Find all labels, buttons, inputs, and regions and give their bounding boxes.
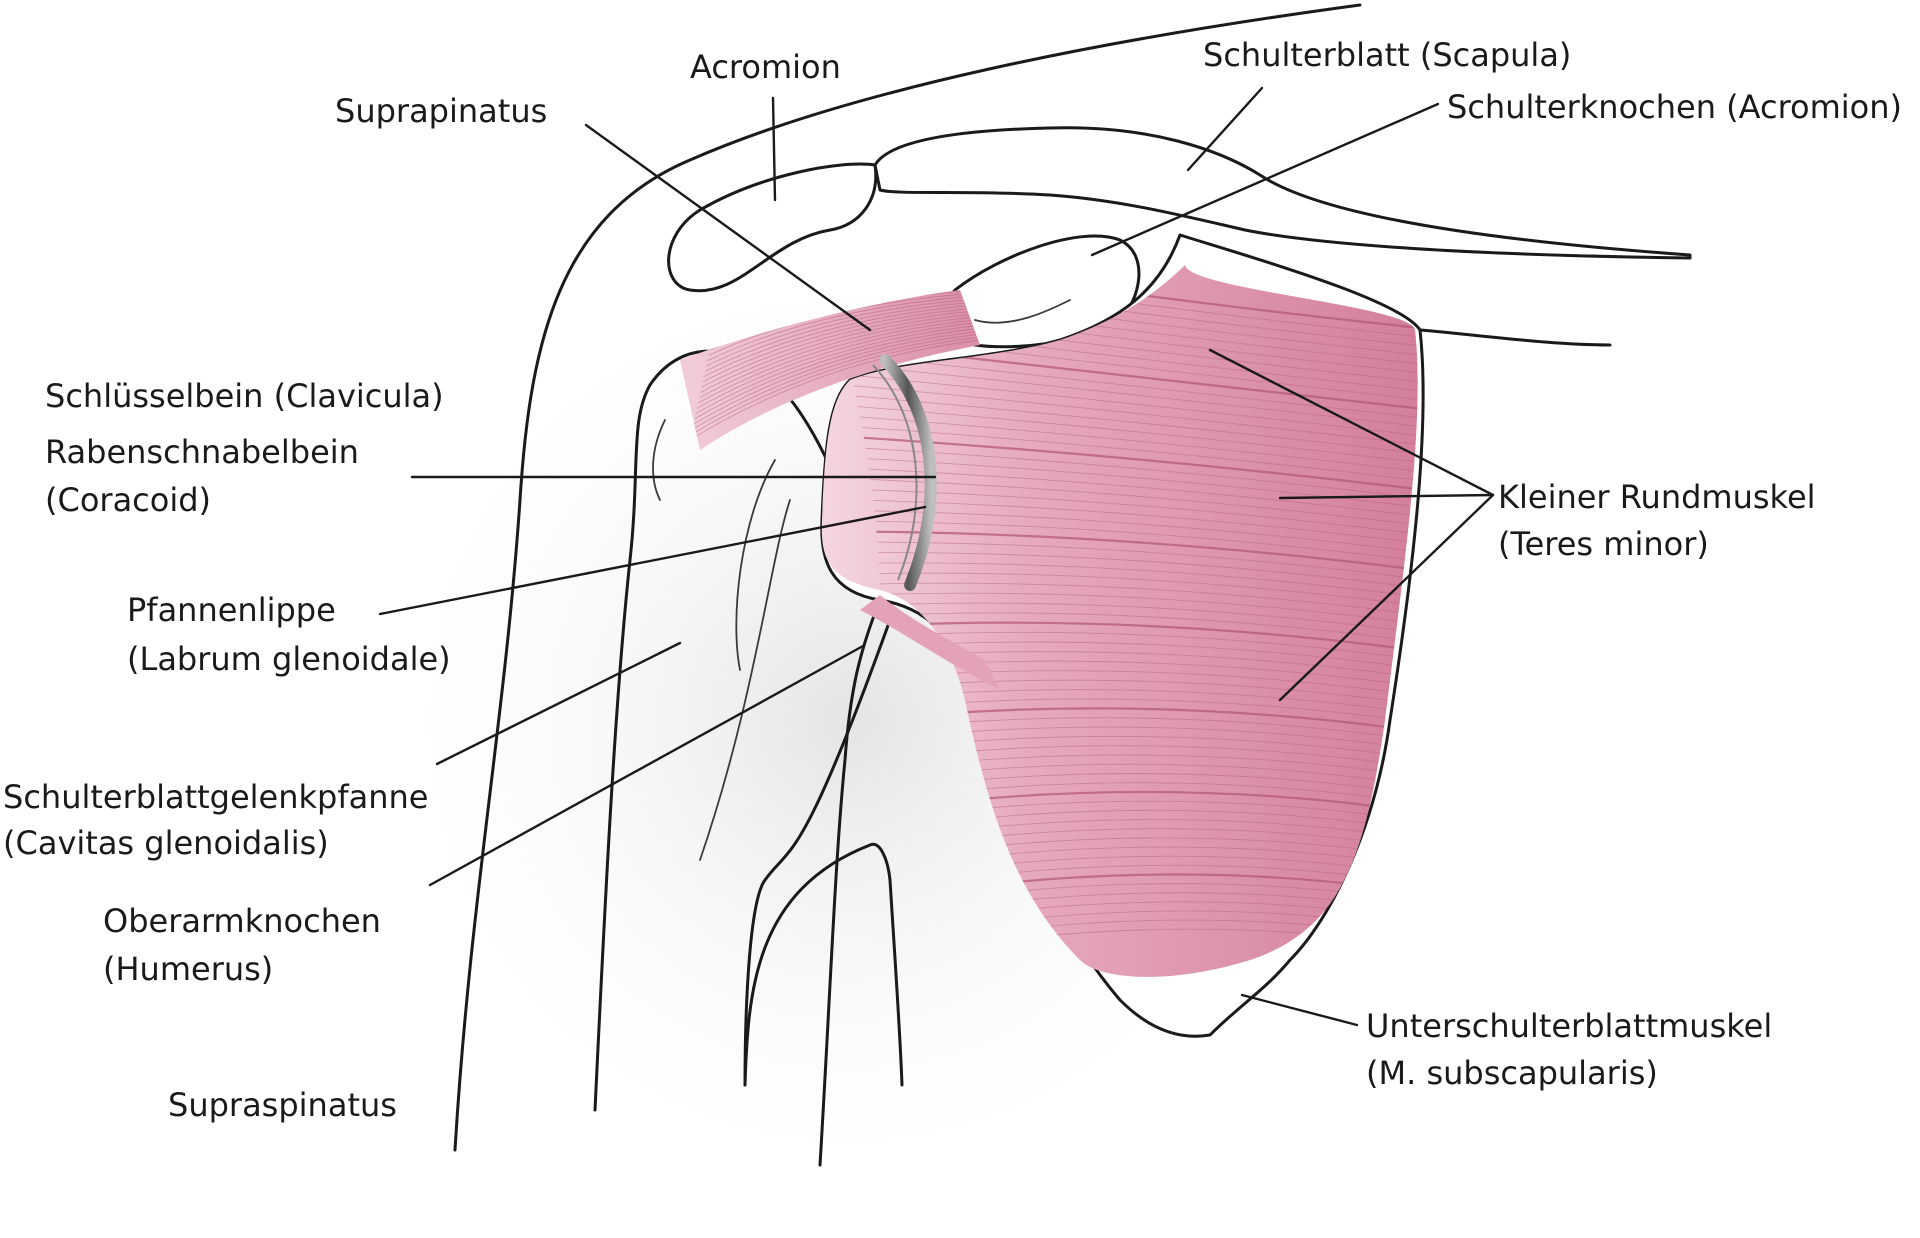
muscle-fiber bbox=[878, 562, 1418, 601]
supraspinatus-fiber bbox=[689, 339, 980, 441]
muscle-fiber bbox=[853, 385, 1418, 448]
label-labrum-1: Pfannenlippe bbox=[127, 591, 336, 629]
supraspinatus-fiber bbox=[692, 333, 980, 430]
labels: Acromion Schulterblatt (Scapula) Schulte… bbox=[3, 36, 1902, 1124]
label-coracoid-2: (Coracoid) bbox=[45, 481, 211, 519]
supraspinatus-fiber bbox=[706, 298, 980, 367]
muscle-fiber bbox=[879, 592, 1418, 627]
label-teres-1: Kleiner Rundmuskel bbox=[1498, 478, 1816, 516]
shoulder-outer-contour bbox=[453, 3, 1362, 1152]
humerus-outline bbox=[593, 349, 882, 1112]
leader-labrum bbox=[378, 505, 927, 616]
label-supraspinatus: Supraspinatus bbox=[168, 1086, 397, 1124]
leader-lines bbox=[378, 86, 1495, 1027]
supraspinatus-fiber bbox=[694, 327, 980, 420]
label-coracoid-1: Rabenschnabelbein bbox=[45, 433, 359, 471]
humeral-head-line-2 bbox=[735, 459, 776, 671]
humerus-inner-contour bbox=[818, 598, 882, 1167]
muscle-fiber bbox=[879, 572, 1418, 609]
humeral-head-line-1 bbox=[652, 419, 666, 501]
humerus-shaft-gap bbox=[743, 842, 904, 1087]
supraspinatus-fiber bbox=[693, 330, 980, 425]
supraspinatus-fiber bbox=[695, 324, 980, 414]
muscle-fiber bbox=[855, 395, 1418, 457]
muscle-fiber bbox=[873, 499, 1418, 547]
label-acromion-bone: Schulterknochen (Acromion) bbox=[1447, 88, 1902, 126]
humerus-shaft-line bbox=[743, 618, 892, 1087]
label-cavitas-2: (Cavitas glenoidalis) bbox=[3, 824, 329, 862]
muscle-fiber bbox=[861, 426, 1418, 484]
muscle-fiber bbox=[867, 458, 1418, 511]
acromion-bone bbox=[667, 162, 878, 293]
labrum-arc bbox=[879, 354, 937, 591]
supraspinatus-fiber bbox=[705, 301, 980, 372]
labrum-arc-edge bbox=[872, 364, 918, 581]
muscle-fiber bbox=[879, 602, 1418, 636]
coracoid-inner bbox=[974, 299, 1071, 324]
humeral-head-line-3 bbox=[699, 499, 791, 861]
muscle-fiber bbox=[859, 416, 1418, 475]
muscle-fiber bbox=[870, 479, 1418, 529]
label-labrum-2: (Labrum glenoidale) bbox=[127, 640, 451, 678]
supraspinatus-fiber bbox=[699, 316, 980, 399]
supraspinatus-fiber bbox=[698, 318, 980, 404]
supraspinatus-fibers bbox=[689, 290, 980, 441]
muscle-fiber bbox=[865, 447, 1418, 502]
supraspinatus-fiber bbox=[707, 295, 980, 361]
muscle-fiber bbox=[857, 406, 1418, 466]
muscle-fiber bbox=[875, 520, 1418, 565]
muscle-fiber bbox=[868, 468, 1418, 520]
muscle-fiber bbox=[879, 582, 1418, 618]
label-subscap-1: Unterschulterblattmuskel bbox=[1366, 1007, 1772, 1045]
leader-humerus bbox=[428, 644, 865, 887]
muscle-fiber bbox=[879, 612, 1418, 645]
muscle-fiber bbox=[879, 631, 1418, 663]
supraspinatus-fiber bbox=[696, 321, 980, 409]
leader-acromion bbox=[771, 96, 777, 202]
label-subscap-2: (M. subscapularis) bbox=[1366, 1054, 1658, 1092]
muscle-fiber bbox=[846, 353, 1418, 421]
muscle-fiber bbox=[876, 530, 1418, 574]
label-cavitas-1: Schulterblattgelenkpfanne bbox=[3, 778, 428, 816]
leader-teres-lower bbox=[1278, 493, 1495, 702]
muscle-fiber bbox=[879, 621, 1418, 655]
supraspinatus-fiber bbox=[700, 313, 980, 393]
label-humerus-2: (Humerus) bbox=[103, 950, 273, 988]
muscle-fiber bbox=[878, 552, 1418, 592]
muscle-fiber bbox=[851, 374, 1418, 439]
muscle-fiber bbox=[874, 510, 1418, 556]
muscle-fiber bbox=[863, 436, 1418, 493]
leader-scapula bbox=[1186, 86, 1264, 172]
leader-teres-mid bbox=[1278, 493, 1495, 500]
leader-acromion-bone bbox=[1090, 102, 1440, 257]
lower-tendon-band bbox=[860, 595, 1000, 690]
muscle-fiber bbox=[871, 489, 1418, 538]
supraspinatus-fiber bbox=[702, 307, 980, 383]
label-scapula: Schulterblatt (Scapula) bbox=[1203, 36, 1571, 74]
leader-teres-upper bbox=[1208, 348, 1495, 497]
clavicle-bone bbox=[873, 126, 1692, 260]
supraspinatus-fiber bbox=[703, 304, 980, 377]
label-humerus-1: Oberarmknochen bbox=[103, 902, 381, 940]
label-teres-2: (Teres minor) bbox=[1498, 525, 1709, 563]
leader-suprapinatus bbox=[584, 123, 872, 332]
label-clavicula: Schlüsselbein (Clavicula) bbox=[45, 377, 444, 415]
label-acromion: Acromion bbox=[690, 48, 841, 86]
label-suprapinatus: Suprapinatus bbox=[335, 92, 547, 130]
muscle-fiber bbox=[877, 541, 1418, 583]
leader-cavitas bbox=[435, 641, 682, 766]
supraspinatus-fiber bbox=[701, 310, 980, 388]
supraspinatus-fiber bbox=[690, 336, 980, 436]
muscle-fiber bbox=[848, 364, 1418, 430]
leader-subscapularis bbox=[1240, 993, 1359, 1027]
